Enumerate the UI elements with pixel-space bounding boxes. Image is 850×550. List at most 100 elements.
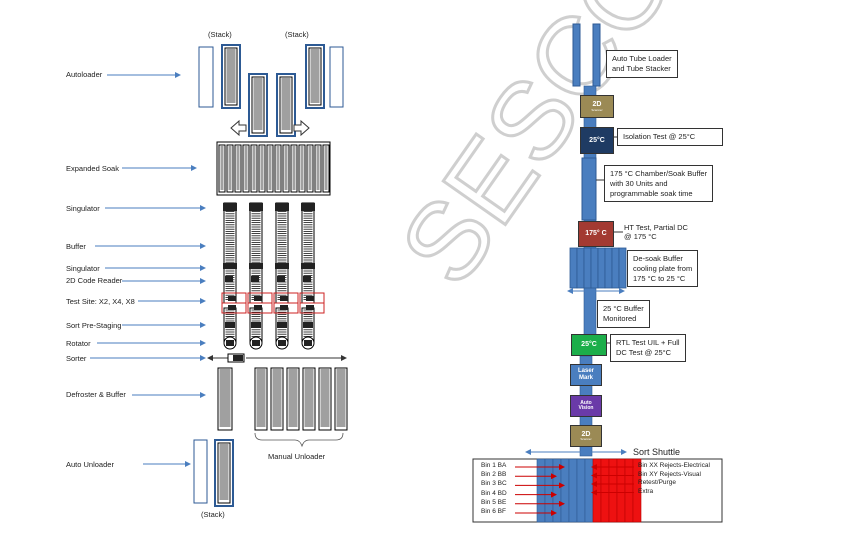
test-site-box [273,302,299,314]
test-site-dut [254,305,262,310]
bin-label: Bin 4 BD [481,489,507,497]
bin-red [600,458,610,523]
unloader-tube [286,367,300,431]
prestage-block [277,322,287,328]
prestage-block [303,322,313,328]
test-site-dut [306,296,314,301]
test-site-dut [280,305,288,310]
unloader-tube [254,367,268,431]
label-2d-code-reader: 2D Code Reader [66,276,123,285]
soak-chamber [581,157,597,221]
test-site-dut [306,305,314,310]
bin-blue [568,458,578,523]
loaded-tube [224,47,238,106]
test-site-dut [254,296,262,301]
soak-tube [242,144,250,193]
bin-red [608,458,618,523]
soak-tube [226,144,234,193]
label-sorter: Sorter [66,354,87,363]
label-manual-unloader: Manual Unloader [268,452,326,461]
bin-label: Extra [638,487,654,495]
stack-label: (Stack) [208,30,232,39]
label-buffer: Buffer [66,242,86,251]
bin-red [592,458,602,523]
soak-tube [274,144,282,193]
desoak-tube [618,247,627,289]
soak-tube [314,144,322,193]
label-sort-prestaging: Sort Pre-Staging [66,321,122,330]
bin-label: Bin 2 BB [481,471,507,479]
label-defroster-buffer: Defroster & Buffer [66,390,126,399]
singulator-block [275,203,289,211]
desoak-tube [611,247,620,289]
unloader-tube [318,367,332,431]
station-25c: 25°C [580,127,614,154]
loaded-tube [308,47,322,106]
label-ht-test: HT Test, Partial DC@ 175 °C [624,223,688,242]
soak-tube [306,144,314,193]
desoak-tube [583,247,592,289]
singulator-block [275,263,289,269]
singulator-block [301,263,315,269]
loader-tube [572,23,581,87]
label-singulator: Singulator [66,204,100,213]
empty-tube [198,46,214,108]
rotator-block [304,340,312,346]
soak-tube [266,144,274,193]
singulator-block [249,263,263,269]
bin-blue [560,458,570,523]
desoak-tube [597,247,606,289]
station-2d-scanner: 2D Scanner [570,425,602,447]
soak-tube [290,144,298,193]
label-sort-shuttle: Sort Shuttle [633,447,681,457]
prestage-block [251,322,261,328]
unloader-tube [334,367,348,431]
bin-red [616,458,626,523]
label-auto-unloader: Auto Unloader [66,460,114,469]
right-arrow-icon [293,119,310,137]
station-175c: 175° C [578,221,614,247]
test-site-box [299,302,325,314]
bin-label: Bin 5 BE [481,498,507,506]
test-site-dut [280,296,288,301]
bin-label: Bin 3 BC [481,480,507,488]
rotator-block [278,340,286,346]
soak-tube [322,144,330,193]
rotator-block [226,340,234,346]
code-reader [251,276,259,282]
bin-label: Bin XY Rejects-Visual [638,470,701,478]
test-site-box [247,302,273,314]
bin-red [632,458,642,523]
left-arrow-icon [230,119,247,137]
station-auto-vision: Auto Vision [570,395,602,417]
label-expanded-soak: Expanded Soak [66,164,119,173]
loader-tube [592,23,601,87]
soak-tube [250,144,258,193]
defroster-tube [217,367,233,431]
label-autoloader: Autoloader [66,70,103,79]
station-laser-mark: Laser Mark [570,364,602,386]
bin-red [624,458,634,523]
box-isolation-test: Isolation Test @ 25°C [617,128,723,146]
bin-blue [576,458,586,523]
station-25c-green: 25°C [571,334,607,356]
label-singulator: Singulator [66,264,100,273]
singulator-block [249,203,263,211]
desoak-tube [576,247,585,289]
bin-blue [584,458,594,523]
test-site-box [221,302,247,314]
stack-label: (Stack) [285,30,309,39]
singulator-block [301,203,315,211]
desoak-tube [569,247,578,289]
sorter-block [233,355,243,361]
bin-label: Retest/Purge [638,479,676,486]
desoak-tube [590,247,599,289]
singulator-block [223,263,237,269]
test-site-dut [228,305,236,310]
singulator-block [223,203,237,211]
code-reader [303,276,311,282]
